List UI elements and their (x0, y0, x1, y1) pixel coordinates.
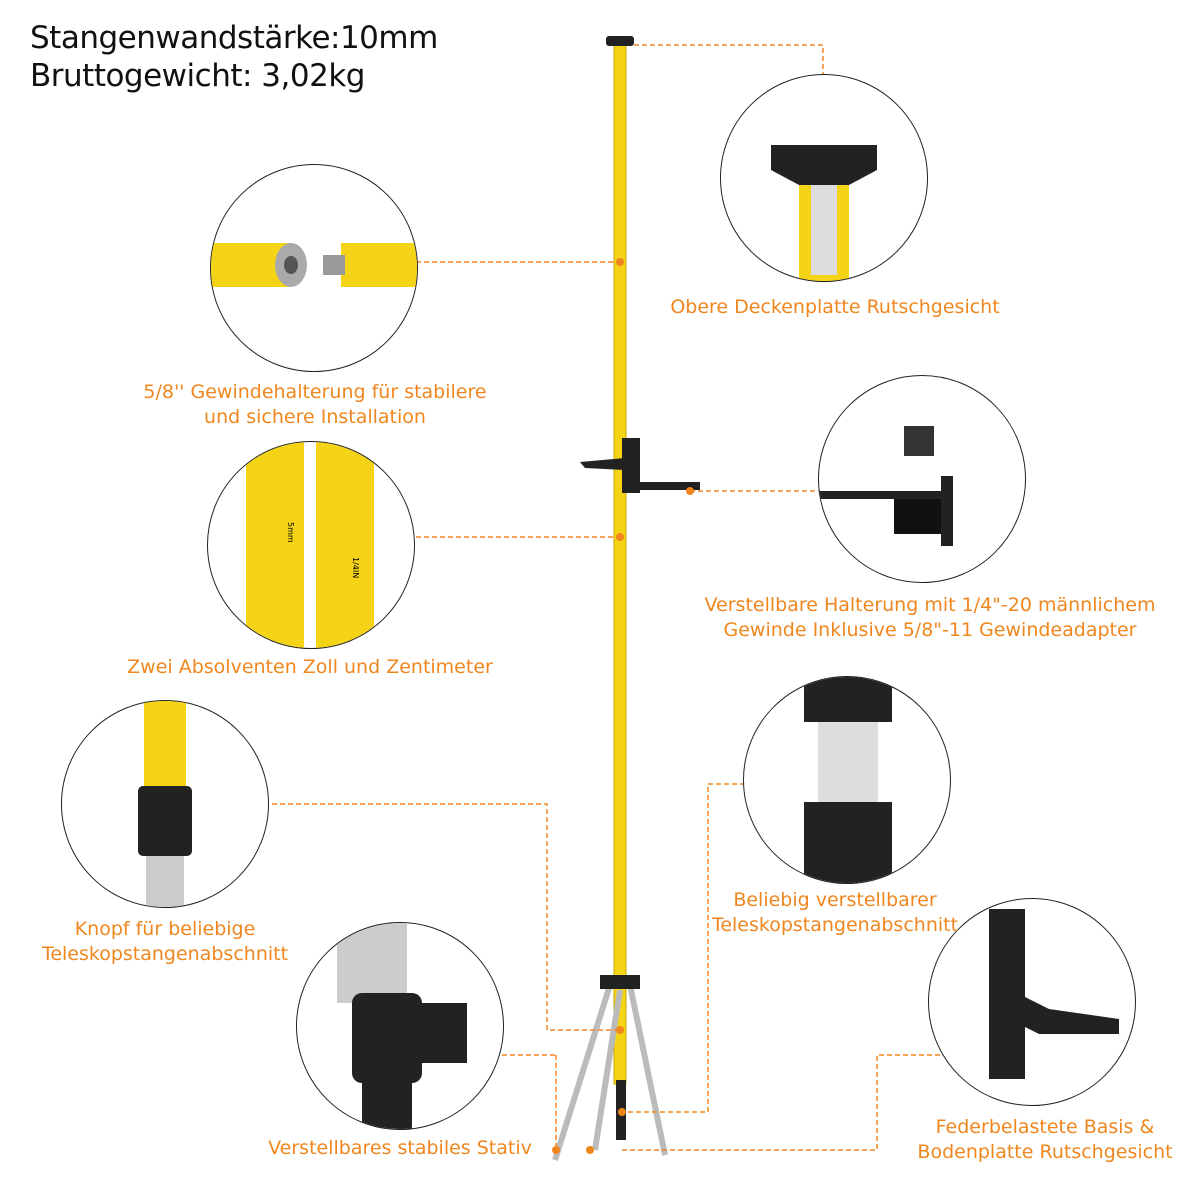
label-line: Beliebig verstellbarer (733, 889, 937, 911)
label-line: Gewinde Inklusive 5/8"-11 Gewindeadapter (723, 619, 1137, 641)
top-plate-image (720, 74, 928, 282)
label-line: Knopf für beliebige (74, 918, 256, 940)
connector-lines (272, 44, 940, 1151)
label-line: 5/8'' Gewindehalterung für stabilere (143, 381, 487, 403)
metric-mark: 5mm (286, 522, 295, 543)
label-line: Teleskopstangenabschnitt (711, 914, 959, 936)
wall-thickness-heading: Stangenwandstärke:10mm (30, 20, 438, 56)
gross-weight-heading: Bruttogewicht: 3,02kg (30, 58, 365, 94)
scale-image: 5mm 1/4IN (207, 441, 415, 649)
pole-top-cap (606, 36, 634, 46)
imperial-mark: 1/4IN (351, 557, 360, 578)
label-top-plate: Obere Deckenplatte Rutschgesicht (640, 295, 1030, 320)
label-scale: Zwei Absolventen Zoll und Zentimeter (100, 655, 520, 680)
label-line: Bodenplatte Rutschgesicht (917, 1141, 1173, 1163)
label-tripod: Verstellbares stabiles Stativ (250, 1136, 550, 1161)
pole-bracket (580, 438, 700, 493)
tripod (552, 984, 668, 1161)
pole (613, 43, 627, 1085)
label-line: Teleskopstangenabschnitt (41, 943, 289, 965)
label-line: und sichere Installation (204, 406, 426, 428)
label-line: Verstellbare Halterung mit 1/4"-20 männl… (704, 594, 1156, 616)
label-line: Verstellbares stabiles Stativ (268, 1137, 532, 1159)
label-base: Federbelastete Basis & Bodenplatte Rutsch… (900, 1115, 1190, 1165)
tripod-joint-image (296, 922, 504, 1130)
telescopic-image (743, 676, 951, 884)
label-thread-mount: 5/8'' Gewindehalterung für stabilere und … (110, 380, 520, 430)
label-line: Obere Deckenplatte Rutschgesicht (670, 296, 1000, 318)
base-image (928, 898, 1136, 1106)
label-line: Zwei Absolventen Zoll und Zentimeter (127, 656, 493, 678)
knob-image (61, 700, 269, 908)
bracket-image (818, 375, 1026, 583)
label-line: Federbelastete Basis & (935, 1116, 1155, 1138)
thread-mount-image (210, 164, 418, 372)
label-bracket: Verstellbare Halterung mit 1/4"-20 männl… (680, 593, 1180, 643)
